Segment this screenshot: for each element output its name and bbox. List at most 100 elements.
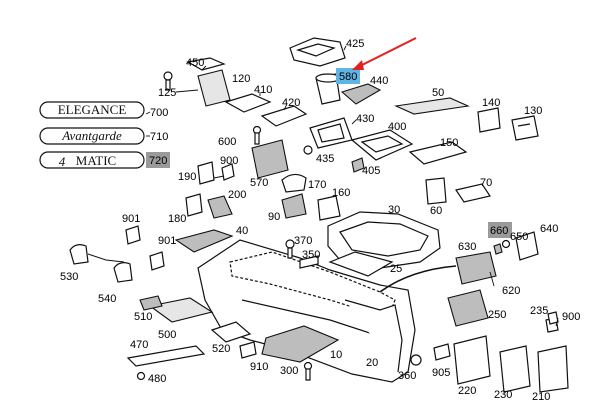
part-labels: 425 580 440 450 120 125 700 410 420 50 1… [60,38,580,403]
leader-lines [145,45,559,327]
part-130 [511,115,539,141]
label-10: 10 [330,349,342,361]
part-435 [303,145,313,155]
part-600-screw [252,125,262,145]
label-150: 150 [440,137,458,149]
label-720: 720 [149,155,167,167]
label-160: 160 [332,187,350,199]
part-650 [501,239,511,249]
label-630: 630 [458,241,476,253]
part-540 [113,262,133,283]
part-910 [239,341,257,359]
label-901b: 901 [158,235,176,247]
part-50-cover [394,97,470,115]
label-710: 710 [150,131,168,143]
part-640 [515,231,539,261]
label-570: 570 [250,177,268,189]
part-180 [185,193,203,217]
part-125-screw [163,71,173,91]
label-435: 435 [316,153,334,165]
part-520 [210,321,252,343]
part-901a [125,225,141,245]
highlight-580 [336,68,360,84]
part-230 [499,345,531,393]
label-200: 200 [228,189,246,201]
label-480: 480 [148,373,166,385]
part-500 [148,297,214,323]
part-350 [299,255,319,269]
label-470: 470 [130,339,148,351]
label-360: 360 [398,370,416,382]
badge-avantgarde: Avantgarde [39,127,145,145]
cable-25 [379,265,457,293]
part-425 [289,37,346,67]
badge-4matic-digit: 4 [59,154,66,169]
part-60 [425,177,447,205]
label-300: 300 [280,365,298,377]
part-570 [251,139,289,179]
part-160 [317,195,341,221]
label-120: 120 [232,73,250,85]
label-20: 20 [366,357,378,369]
label-600: 600 [218,136,236,148]
tray-mat [328,251,394,277]
part-40-bracket [174,229,234,253]
center-console-body [197,239,416,383]
badge-elegance-text: ELEGANCE [58,102,127,117]
label-350: 350 [302,249,320,261]
label-405: 405 [362,165,380,177]
part-90 [281,193,307,219]
part-420 [260,105,308,127]
label-25: 25 [390,263,402,275]
part-120 [175,69,231,107]
part-630 [455,251,497,285]
label-180: 180 [168,213,186,225]
part-530 [69,244,125,265]
label-400: 400 [388,121,406,133]
part-900b [547,311,559,325]
label-210: 210 [532,391,550,403]
part-905 [433,343,451,361]
part-360 [410,354,422,366]
part-400 [350,129,414,161]
label-620: 620 [502,285,520,297]
label-40: 40 [236,225,248,237]
label-900a: 900 [220,155,238,167]
label-130: 130 [524,105,542,117]
part-405 [351,157,365,173]
label-901a: 901 [122,213,140,225]
badge-elegance: ELEGANCE [39,101,145,119]
part-250 [447,289,489,327]
label-70: 70 [480,177,492,189]
part-70 [455,183,491,203]
label-540: 540 [98,293,116,305]
part-190 [197,161,215,185]
label-235: 235 [530,305,548,317]
label-190: 190 [178,171,196,183]
label-125: 125 [158,87,176,99]
label-580: 580 [339,71,357,83]
label-905: 905 [432,367,450,379]
badge-4matic: 4 MATIC [39,151,145,169]
label-910: 910 [250,361,268,373]
part-150 [408,141,468,165]
part-660 [493,243,503,255]
part-510 [139,295,163,311]
label-60: 60 [430,205,442,217]
label-250: 250 [488,309,506,321]
label-700: 700 [150,107,168,119]
label-50: 50 [432,87,444,99]
part-300-screw [303,361,313,381]
part-901b [149,251,165,271]
label-900b: 900 [562,311,580,323]
label-410: 410 [254,84,272,96]
label-660: 660 [490,225,508,237]
part-140 [477,107,501,133]
label-650: 650 [510,231,528,243]
label-230: 230 [494,389,512,401]
highlight-660 [488,222,512,238]
label-530: 530 [60,271,78,283]
label-30: 30 [388,204,400,216]
badge-4matic-word: MATIC [76,153,116,168]
